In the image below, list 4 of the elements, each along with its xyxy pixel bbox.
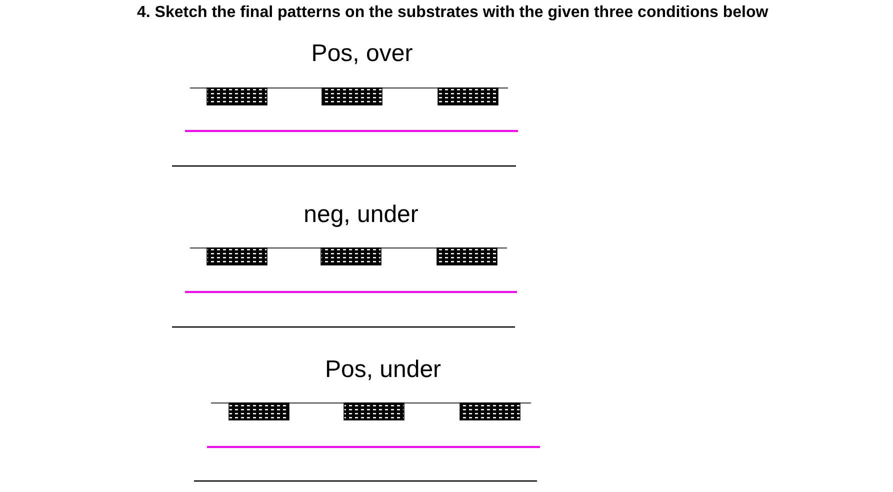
question-heading: 4. Sketch the final patterns on the substrates with the given three conditions below [137, 4, 768, 22]
condition-label: Pos, over [311, 40, 413, 68]
condition-label: neg, under [304, 201, 418, 229]
condition-label: Pos, under [324, 356, 442, 384]
